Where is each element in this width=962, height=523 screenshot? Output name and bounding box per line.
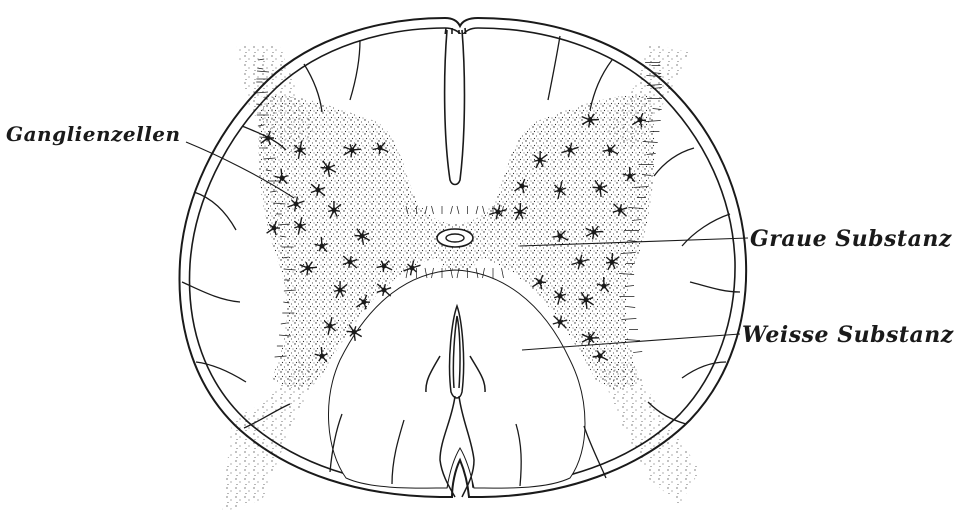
grey-matter [222,34,700,512]
label-ganglienzellen: Ganglienzellen [6,122,181,146]
label-graue-substanz: Graue Substanz [750,226,952,252]
central-canal [437,229,473,247]
label-weisse-substanz: Weisse Substanz [742,322,954,348]
dorsal-columns [401,34,510,214]
